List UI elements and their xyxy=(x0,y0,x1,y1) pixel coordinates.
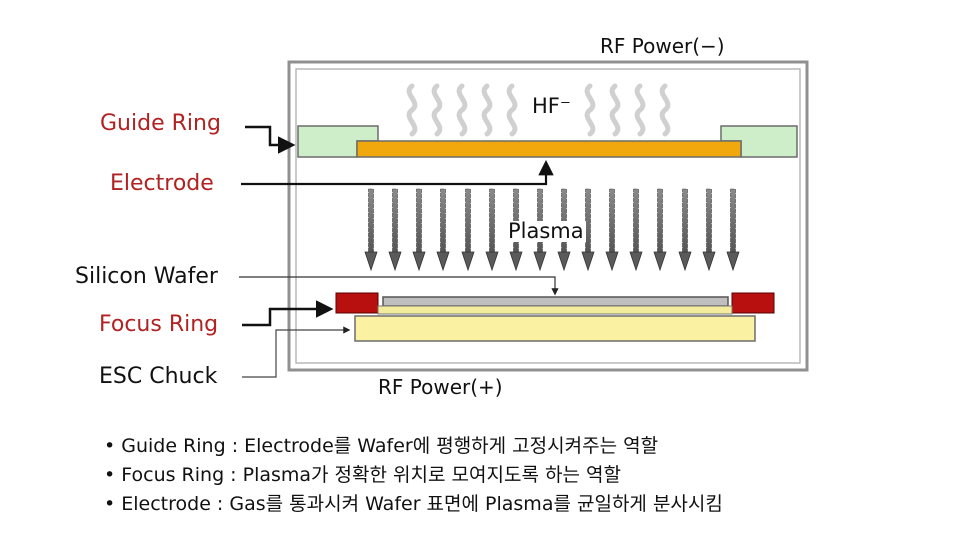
plasma-arrow-head xyxy=(702,251,716,272)
plasma-arrow-head xyxy=(461,251,475,272)
electrode-plate xyxy=(356,140,742,158)
plasma-arrow-head xyxy=(436,251,450,272)
plasma-arrow-shaft xyxy=(609,188,615,254)
plasma-arrow-head xyxy=(629,251,643,272)
esc-chuck-label: ESC Chuck xyxy=(99,364,218,389)
plasma-arrow-shaft xyxy=(730,188,736,254)
silicon-wafer xyxy=(382,296,729,307)
plasma-arrow-head xyxy=(557,251,571,272)
guide-ring-label: Guide Ring xyxy=(100,111,221,136)
plasma-arrow-head xyxy=(581,251,595,272)
plasma-arrow-shaft xyxy=(440,188,446,254)
electrode-label: Electrode xyxy=(110,171,214,196)
plasma-arrow-shaft xyxy=(368,188,374,254)
plasma-arrows xyxy=(364,188,740,272)
note-focus-ring: • Focus Ring : Plasma가 정확한 위치로 모여지도록 하는 … xyxy=(104,464,621,486)
plasma-arrow-head xyxy=(412,251,426,272)
hf-label: HF⁻ xyxy=(532,94,571,118)
plasma-arrow-shaft xyxy=(416,188,422,254)
plasma-arrow-head xyxy=(678,251,692,272)
plasma-arrow-head xyxy=(388,251,402,272)
chamber-inner-wall xyxy=(295,68,801,364)
chamber-outer-wall xyxy=(287,60,809,372)
focus-ring-right xyxy=(731,292,775,314)
guide-ring-leader xyxy=(245,125,296,154)
plasma-arrow-shaft xyxy=(489,188,495,254)
note-electrode: • Electrode : Gas를 통과시켜 Wafer 표면에 Plasma… xyxy=(104,493,723,515)
esc-chuck xyxy=(354,315,756,342)
silicon-wafer-label: Silicon Wafer xyxy=(75,264,218,289)
focus-ring-leader xyxy=(242,300,334,327)
plasma-arrow-head xyxy=(509,251,523,272)
note-guide-ring: • Guide Ring : Electrode를 Wafer에 평행하게 고정… xyxy=(104,435,659,457)
hf-gas-waves xyxy=(406,83,671,137)
plasma-arrow-shaft xyxy=(706,188,712,254)
rf-power-negative-label: RF Power(−) xyxy=(600,34,725,58)
plasma-arrow-shaft xyxy=(585,188,591,254)
plasma-arrow-shaft xyxy=(657,188,663,254)
notes-list: • Guide Ring : Electrode를 Wafer에 평행하게 고정… xyxy=(104,432,723,519)
plasma-arrow-head xyxy=(485,251,499,272)
plasma-arrow-head xyxy=(726,251,740,272)
plasma-arrow-head xyxy=(653,251,667,272)
rf-power-positive-label: RF Power(+) xyxy=(378,375,503,399)
plasma-arrow-shaft xyxy=(633,188,639,254)
focus-ring-label: Focus Ring xyxy=(99,312,219,337)
silicon-wafer-leader xyxy=(239,276,559,296)
focus-ring-left xyxy=(335,292,379,314)
plasma-arrow-shaft xyxy=(392,188,398,254)
plasma-arrow-head xyxy=(533,251,547,272)
plasma-arrow-shaft xyxy=(465,188,471,254)
plasma-label: Plasma xyxy=(506,219,586,243)
plasma-arrow-head xyxy=(605,251,619,272)
plasma-arrow-shaft xyxy=(682,188,688,254)
esc-chuck-leader xyxy=(242,326,351,378)
electrode-leader xyxy=(241,159,554,186)
wafer-support xyxy=(377,305,733,315)
plasma-arrow-head xyxy=(364,251,378,272)
